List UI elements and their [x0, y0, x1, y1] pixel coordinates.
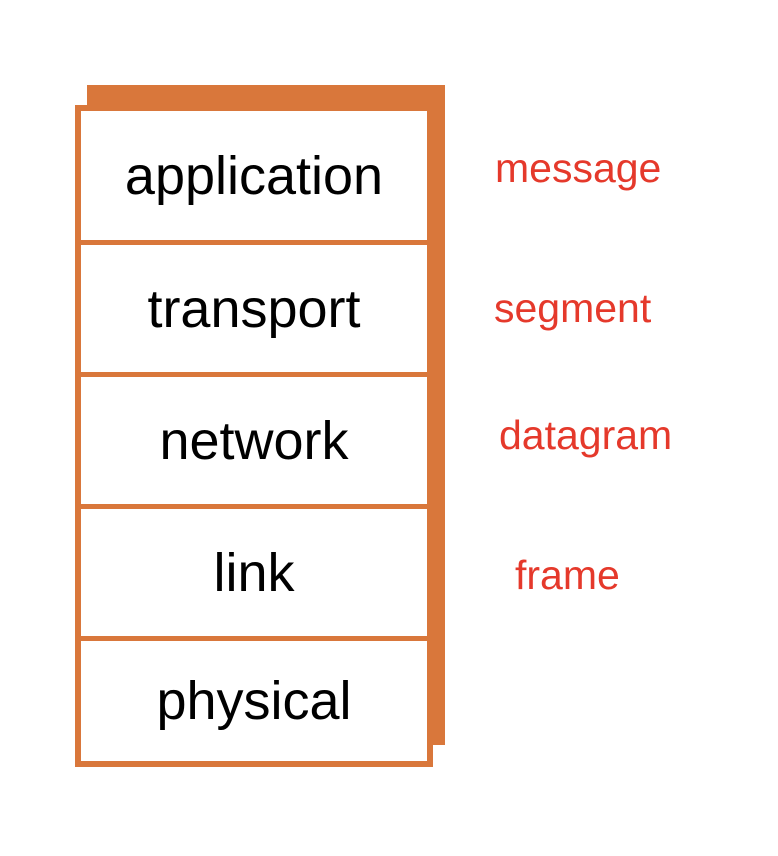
layer-divider [81, 504, 427, 509]
layer-network-label: network [159, 410, 349, 471]
pdu-label-segment: segment [494, 285, 652, 331]
layer-transport-label: transport [147, 278, 361, 339]
pdu-label-message: message [495, 145, 662, 191]
pdu-label-frame: frame [515, 552, 620, 598]
layer-link: link [81, 509, 427, 636]
layer-divider [81, 372, 427, 377]
layer-physical: physical [81, 641, 427, 761]
layer-transport: transport [81, 245, 427, 372]
layer-network: network [81, 377, 427, 504]
layer-divider [81, 636, 427, 641]
layer-divider [81, 240, 427, 245]
pdu-label-datagram: datagram [499, 412, 673, 458]
layer-application-label: application [124, 145, 384, 206]
layer-link-label: link [213, 542, 295, 603]
layer-application: application [81, 111, 427, 240]
protocol-stack: application transport network link physi… [75, 105, 433, 767]
layer-physical-label: physical [156, 671, 352, 731]
